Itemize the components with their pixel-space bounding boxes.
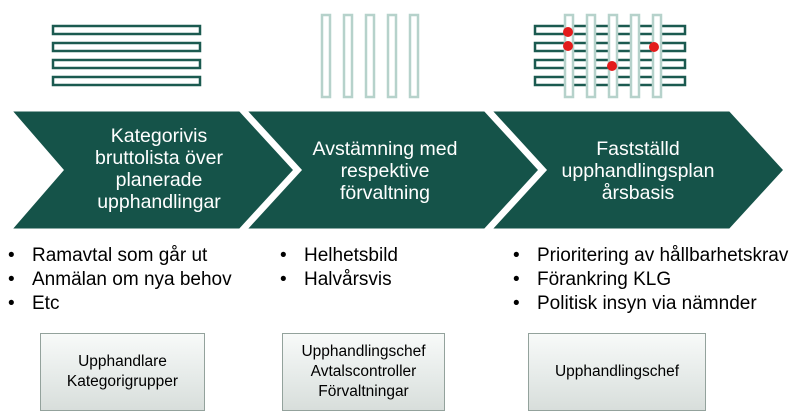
list-item: Förankring KLG xyxy=(510,268,788,292)
chevron-step-3 xyxy=(486,108,788,230)
step-label-1: Kategorivis bruttolista över planerade u… xyxy=(95,125,223,213)
chevron-step-2 xyxy=(241,108,543,230)
bullet-list-2: Helhetsbild Halvårsvis xyxy=(277,244,398,292)
priority-dot xyxy=(563,27,573,37)
bullet-list-3: Prioritering av hållbarhetskrav Förankri… xyxy=(510,244,788,316)
process-chevrons xyxy=(6,108,788,230)
list-item: Halvårsvis xyxy=(277,268,398,292)
step-label-3: Fastställd upphandlingsplan årsbasis xyxy=(561,138,715,204)
list-item: Etc xyxy=(5,292,232,316)
list-item: Ramavtal som går ut xyxy=(5,244,232,268)
horizontal-bars-icon xyxy=(51,24,202,87)
grid-with-dots-icon xyxy=(533,13,687,99)
role-box-2: Upphandlingschef Avtalscontroller Förval… xyxy=(282,333,445,411)
list-item: Politisk insyn via nämnder xyxy=(510,292,788,316)
bullet-list-1: Ramavtal som går ut Anmälan om nya behov… xyxy=(5,244,232,316)
priority-dot xyxy=(607,61,617,71)
list-item: Anmälan om nya behov xyxy=(5,268,232,292)
list-item: Prioritering av hållbarhetskrav xyxy=(510,244,788,268)
priority-dot xyxy=(563,41,573,51)
priority-dot xyxy=(649,42,659,52)
step-label-2: Avstämning med respektive förvaltning xyxy=(312,138,458,204)
vertical-bars-icon xyxy=(320,13,420,99)
role-box-1: Upphandlare Kategorigrupper xyxy=(40,333,205,411)
chevron-step-1 xyxy=(6,108,298,230)
role-box-3: Upphandlingschef xyxy=(528,333,706,411)
list-item: Helhetsbild xyxy=(277,244,398,268)
